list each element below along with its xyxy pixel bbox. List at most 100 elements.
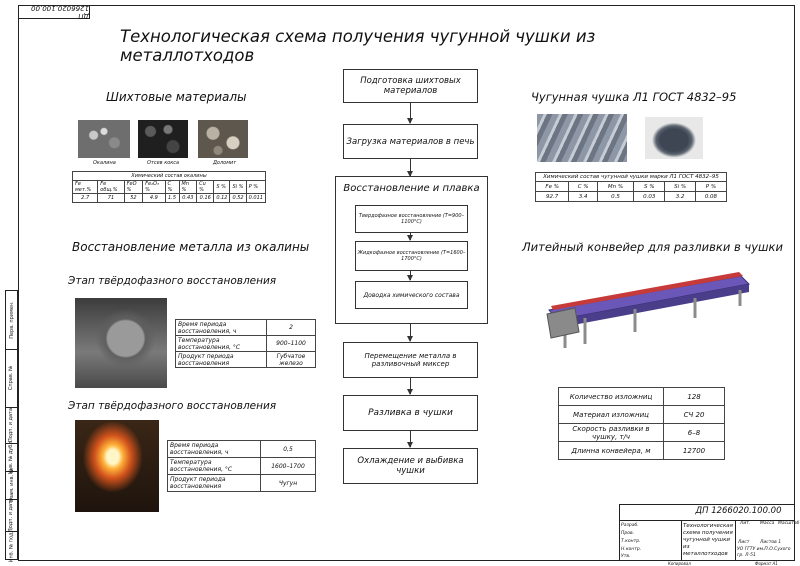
- pig-chem-value: 3.2: [664, 191, 696, 202]
- pig-chem-header: Fe %: [534, 181, 570, 192]
- flow-sub-finishing-label: Доводка химического состава: [363, 291, 460, 299]
- chem-header: Mn %: [178, 180, 198, 194]
- pig-chem-header: Si %: [664, 181, 696, 192]
- chem-header: Fe общ.%: [97, 180, 125, 194]
- side-strip-replace: Взам. инв. №: [8, 468, 15, 502]
- dolomite-label: Доломит: [213, 160, 237, 166]
- stamp-info-grid: [735, 520, 795, 561]
- page-title: Технологическая схема получения чугунной…: [120, 27, 596, 65]
- conveyor-param: Количество изложниц: [558, 387, 664, 406]
- drawing-frame: [18, 5, 795, 561]
- doc-code-text: ДП 1266020.100.00: [31, 4, 89, 20]
- pig-chem-value: 0.08: [694, 191, 728, 202]
- chem-value: 71: [97, 193, 125, 203]
- stage2-pouring-photo: [75, 420, 159, 512]
- side-strip: Перв. примен. Справ. № Подп. и дата Инв.…: [5, 290, 18, 563]
- chem-value: 4.9: [142, 193, 166, 203]
- scale-chem-caption: Химический состав окалины: [72, 171, 266, 181]
- flow-sub-finishing: Доводка химического состава: [355, 281, 468, 309]
- coke-label: Отсев кокса: [147, 160, 180, 166]
- charge-heading: Шихтовые материалы: [106, 90, 247, 104]
- stamp-row-label: Утв.: [621, 554, 631, 559]
- stamp-format: Формат А1: [755, 561, 778, 566]
- stamp-sheets: Листов 1: [760, 540, 782, 545]
- stamp-mass: Масса: [760, 521, 775, 526]
- chem-header: C %: [164, 180, 180, 194]
- stage2-heading: Этап твёрдофазного восстановления: [68, 400, 277, 412]
- pig-chem-value: 3.4: [568, 191, 598, 202]
- stage1-value: Губчатое железо: [266, 351, 316, 368]
- stage1-furnace-photo: [75, 298, 167, 388]
- chem-header: P %: [245, 180, 267, 194]
- stamp-row-label: Т.контр.: [621, 539, 641, 544]
- flow-arrow: [407, 431, 413, 448]
- stage1-heading: Этап твёрдофазного восстановления: [68, 275, 277, 287]
- stamp-row-label: Пров.: [621, 531, 635, 536]
- flow-sub-solid-label: Твердофазное восстановление (T=900–1100°…: [358, 213, 465, 225]
- flow-step-load-label: Загрузка материалов в печь: [346, 136, 475, 147]
- flow-group-title: Восстановление и плавка: [343, 183, 480, 194]
- chem-header: Fe₂O₃ %: [142, 180, 166, 194]
- chem-value: 0.43: [178, 193, 198, 203]
- flow-step-prepare: Подготовка шихтовых материалов: [343, 69, 478, 103]
- flow-sub-solid: Твердофазное восстановление (T=900–1100°…: [355, 205, 468, 233]
- stage1-value: 900–1100: [266, 335, 316, 352]
- stamp-lit: Лит.: [740, 521, 751, 526]
- flow-arrow: [407, 271, 413, 281]
- stamp-row-label: Разраб.: [621, 523, 639, 528]
- chem-header: Fe мет.%: [71, 180, 99, 194]
- doc-code-box: ДП 1266020.100.00: [18, 4, 90, 20]
- pig-heading: Чугунная чушка Л1 ГОСТ 4832–95: [531, 90, 737, 104]
- pig-chem-header: Mn %: [596, 181, 635, 192]
- flow-sub-liquid: Жидкофазное восстановление (T=1600–1700°…: [355, 241, 468, 271]
- scale-chem-table: Химический состав окалины Fe мет.% Fe об…: [71, 171, 267, 203]
- stage1-param: Температура восстановления, °С: [175, 335, 267, 352]
- pig-chem-header: C %: [568, 181, 598, 192]
- conveyor-heading: Литейный конвейер для разливки в чушки: [522, 240, 783, 254]
- conveyor-param: Скорость разливки в чушку, т/ч: [558, 423, 664, 442]
- flow-step-prepare-label: Подготовка шихтовых материалов: [360, 76, 461, 96]
- flow-step-load: Загрузка материалов в печь: [343, 124, 478, 159]
- stage2-value: Чугун: [260, 474, 316, 492]
- dolomite-image: [198, 120, 248, 158]
- conveyor-value: 128: [663, 387, 725, 406]
- stamp-left-grid: [619, 520, 682, 561]
- stage2-value: 0,5: [260, 440, 316, 458]
- pig-chem-table: Химический состав чугунной чушки марки Л…: [534, 172, 728, 202]
- conveyor-param: Материал изложниц: [558, 405, 664, 424]
- stamp-designation: ДП 1266020.100.00: [695, 506, 782, 516]
- side-strip-sign1: Подп. и дата: [8, 407, 15, 443]
- flow-step-cooling: Охлаждение и выбивка чушки: [343, 448, 478, 484]
- chem-value: 52: [123, 193, 144, 203]
- chem-value: 0.16: [196, 193, 215, 203]
- stage2-param: Время периода восстановления, ч: [167, 440, 261, 458]
- stamp-copied: Копировал: [668, 561, 691, 566]
- pig-chem-caption: Химический состав чугунной чушки марки Л…: [535, 172, 727, 182]
- conveyor-value: 6–8: [663, 423, 725, 442]
- chem-value: 1.5: [164, 193, 180, 203]
- stage2-param: Температура восстановления, °С: [167, 457, 261, 475]
- conveyor-param: Длинна конвейера, м: [558, 441, 664, 460]
- flow-step-mixer-label: Перемещение металла в разливочный миксер: [364, 352, 457, 368]
- flow-sub-liquid-label: Жидкофазное восстановление (T=1600–1700°…: [357, 250, 466, 262]
- stamp-scale: Масштаб: [778, 521, 800, 526]
- chem-header: FeO %: [123, 180, 144, 194]
- stamp-sheet: Лист: [738, 540, 750, 545]
- stage1-param: Продукт периода восстановления: [175, 351, 267, 368]
- stage1-param: Время периода восстановления, ч: [175, 319, 267, 336]
- side-strip-orig: Инв. № подл.: [8, 527, 15, 563]
- chem-value: 0.52: [229, 193, 247, 203]
- pig-chem-header: S %: [633, 181, 666, 192]
- pig-single-photo: [645, 117, 703, 159]
- chem-header: Si %: [229, 180, 247, 194]
- scale-label: Окалина: [93, 160, 116, 166]
- scale-image: [78, 120, 130, 158]
- chem-value: 0.12: [213, 193, 231, 203]
- pig-chem-header: P %: [694, 181, 728, 192]
- pig-chem-value: 0.03: [633, 191, 666, 202]
- title-block: [619, 504, 795, 561]
- chem-value: 0.011: [245, 193, 267, 203]
- flow-group-melting: Восстановление и плавка: [335, 176, 488, 324]
